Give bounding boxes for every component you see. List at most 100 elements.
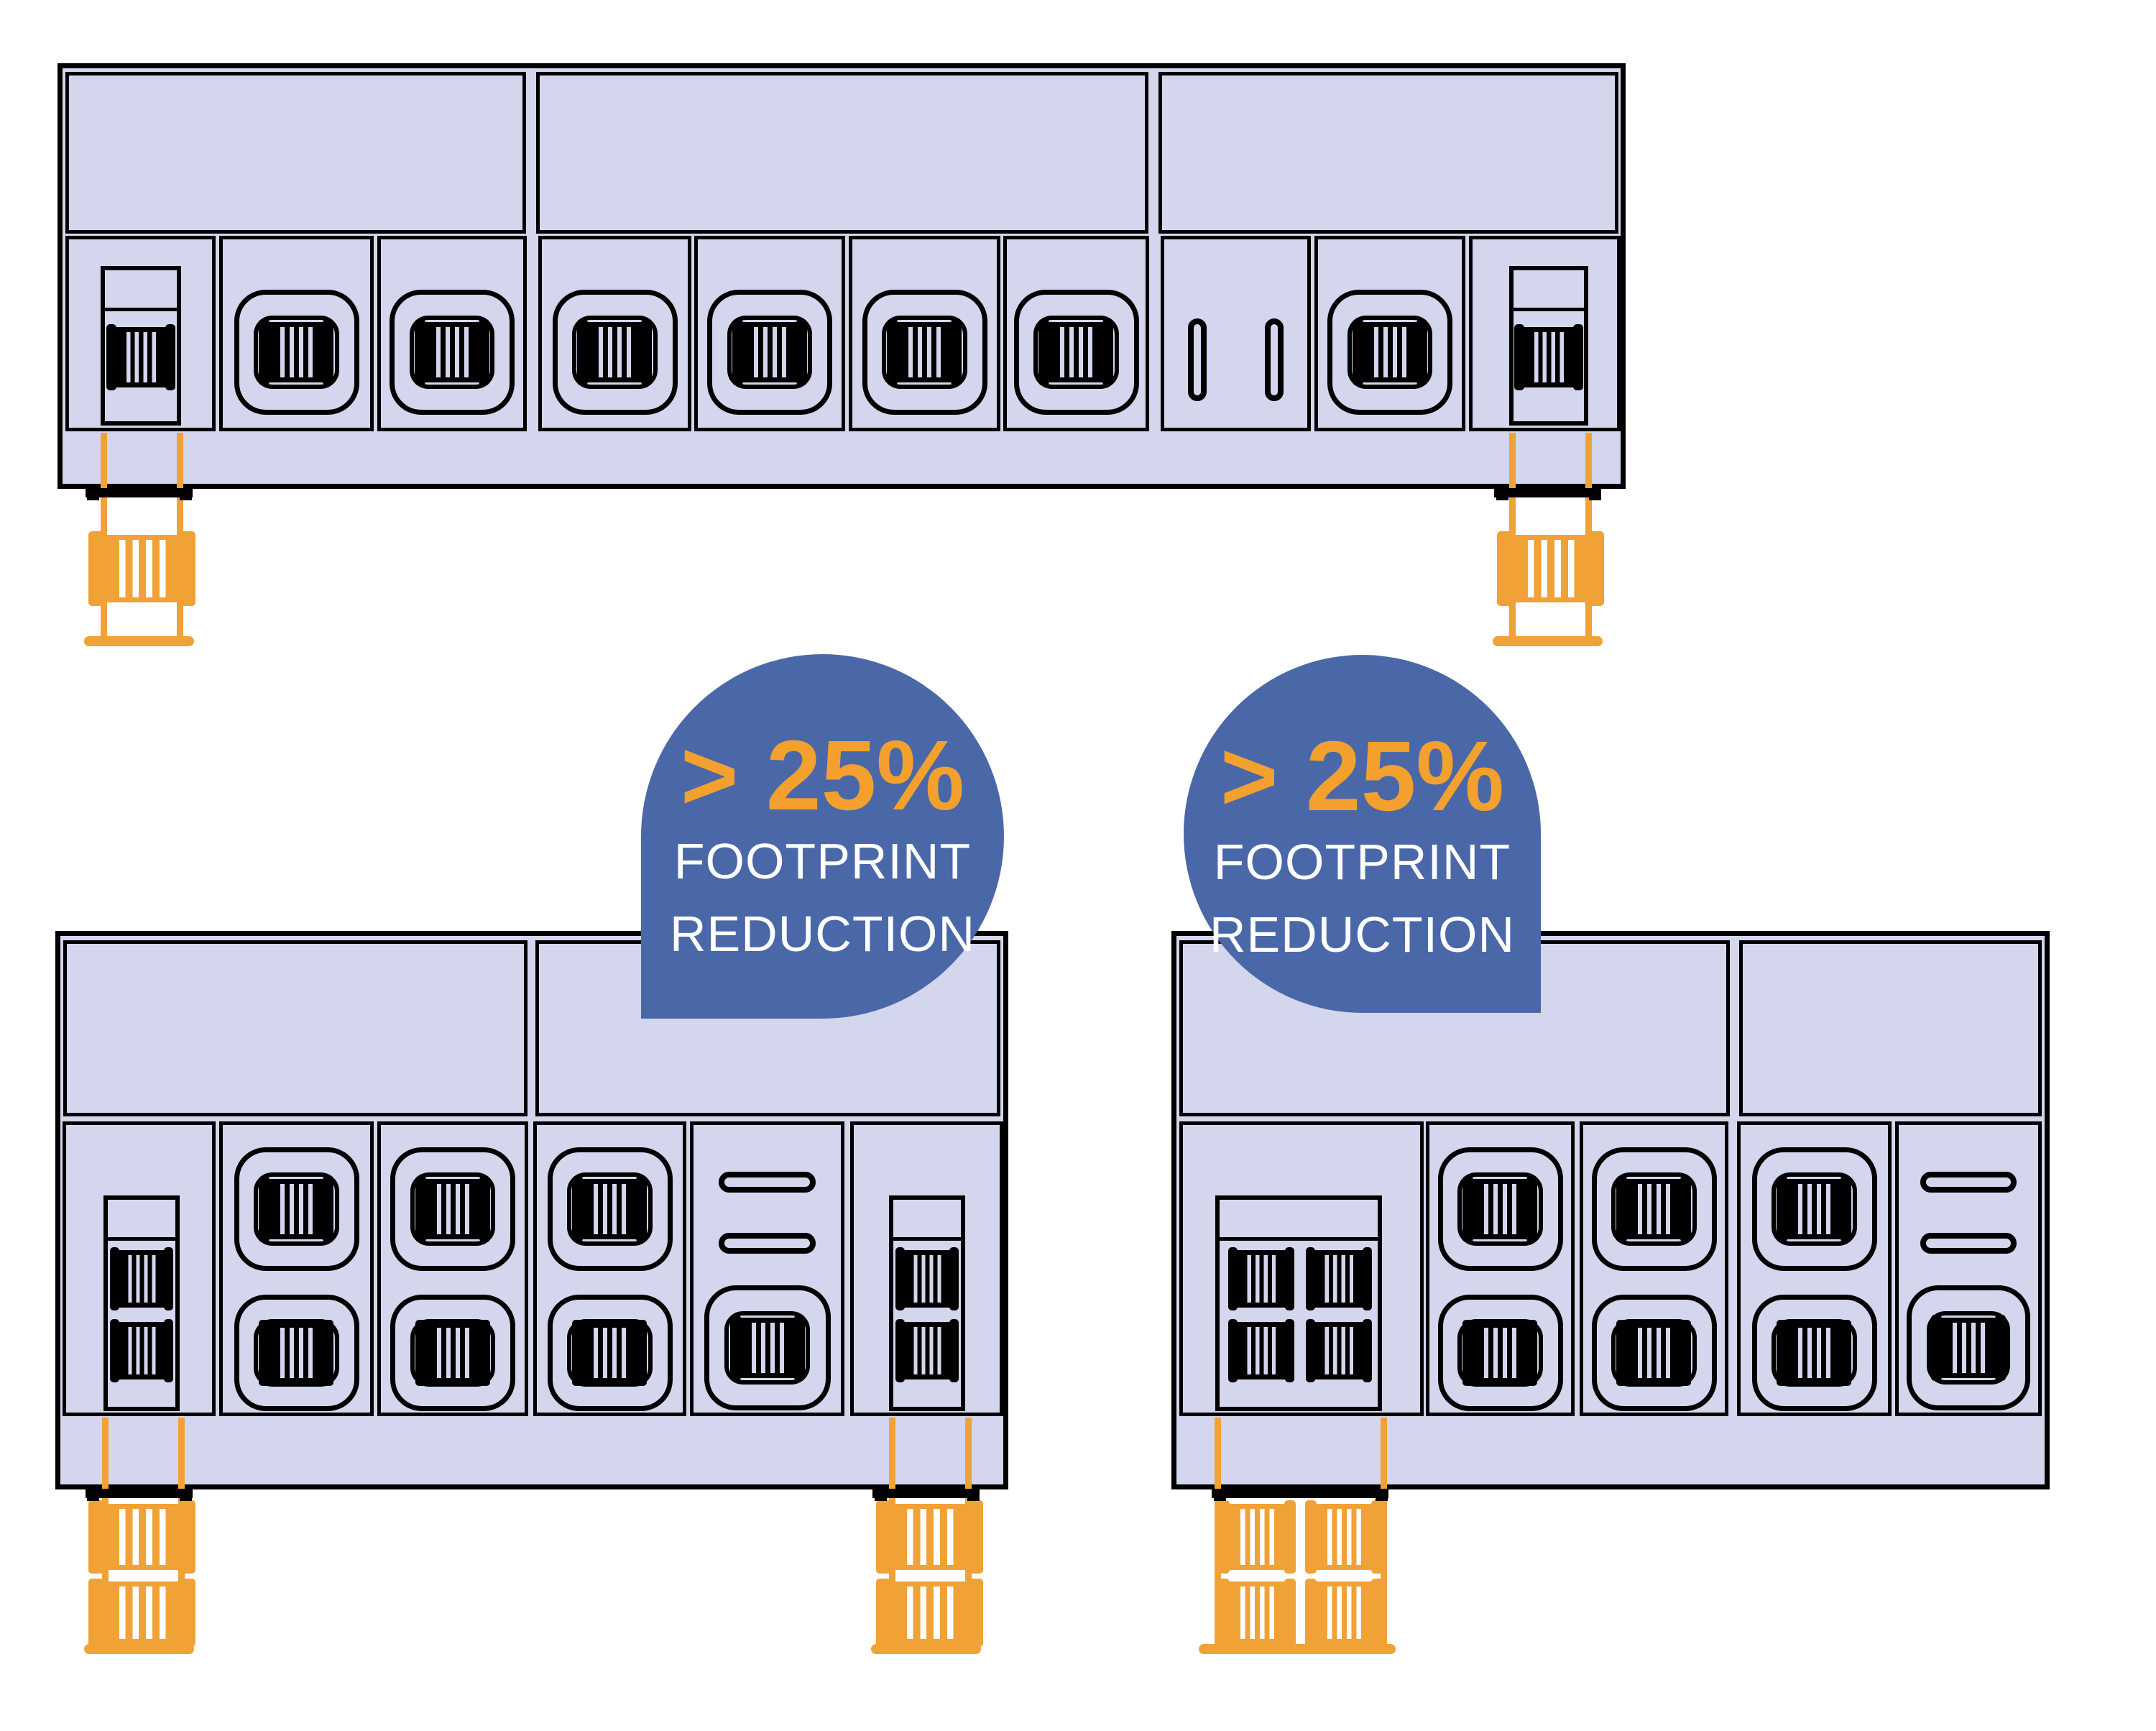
module-double-coil [1426, 1121, 1575, 1416]
leg-base-plate [1493, 636, 1603, 646]
coil-icon [110, 1247, 173, 1310]
door-panel [1215, 1195, 1382, 1411]
leg-mount-tab [1496, 488, 1508, 500]
coil-port [1907, 1285, 2030, 1410]
module-coil [538, 236, 691, 431]
badge-label-line2: REDUCTION [1209, 906, 1516, 963]
coil-port-inner [254, 1172, 339, 1246]
roller-icon [876, 1578, 983, 1648]
leg-mount-tab [180, 488, 192, 500]
coil-port [1437, 1295, 1563, 1411]
door-panel [103, 1195, 180, 1411]
leg-mount-tab [1589, 488, 1601, 500]
machine-compact-left [55, 931, 1008, 1489]
badge-value: > 25% [1220, 721, 1505, 832]
badge-label-line2: REDUCTION [669, 905, 976, 962]
coil-icon [1306, 1247, 1372, 1310]
coil-icon [1352, 318, 1427, 386]
module-double-coil [1580, 1121, 1728, 1416]
coil-icon [572, 1319, 648, 1387]
coil-port-inner [254, 315, 339, 390]
coil-icon [259, 1319, 334, 1387]
module-coil [1003, 236, 1149, 431]
module-door [63, 1121, 216, 1416]
module-slots [1161, 236, 1311, 431]
roller-icon [1304, 1500, 1383, 1574]
coil-icon [1931, 1314, 2006, 1382]
coil-port-inner [1457, 1172, 1543, 1246]
coil-port [234, 290, 359, 415]
top-panel [536, 72, 1148, 234]
door-head [1514, 270, 1584, 311]
leg-post [1381, 1418, 1387, 1650]
coil-port [1751, 1295, 1877, 1411]
slot-icon [719, 1172, 816, 1193]
leg-mount-tab [87, 1489, 99, 1501]
roller-icon [88, 1500, 195, 1574]
coil-icon [895, 1319, 959, 1382]
leg-mount [86, 1489, 193, 1498]
leg-mount-tab [87, 488, 99, 500]
coil-icon [1616, 1175, 1692, 1243]
module-coil [694, 236, 845, 431]
leg-base-plate [84, 1644, 194, 1654]
badge-label-line1: FOOTPRINT [673, 833, 972, 889]
coil-port [862, 290, 987, 415]
roller-icon [1304, 1578, 1383, 1648]
leg-mount-tab [967, 1489, 980, 1501]
module-double-coil [377, 1121, 528, 1416]
leg-base-plate [871, 1644, 981, 1654]
module-double-coil [219, 1121, 374, 1416]
coil-port [1591, 1147, 1717, 1271]
module-coil [1314, 236, 1465, 431]
roller-icon [1217, 1500, 1296, 1574]
coil-icon [414, 318, 489, 386]
coil-icon [887, 318, 962, 386]
roller-icon [88, 531, 195, 606]
machine-compact-right [1171, 931, 2050, 1489]
leg-post [1215, 1418, 1221, 1650]
footprint-reduction-badge: > 25% FOOTPRINT REDUCTION [641, 654, 1004, 1019]
door-panel [101, 266, 181, 426]
coil-icon [732, 318, 807, 386]
top-panel [1158, 72, 1618, 234]
roller-icon [876, 1500, 983, 1574]
module-coil [377, 236, 527, 431]
coil-port-inner [1033, 315, 1119, 390]
coil-icon [1462, 1319, 1538, 1387]
coil-port [390, 1295, 515, 1411]
top-panel [63, 940, 528, 1116]
coil-icon [577, 318, 653, 386]
leg-mount-tab [1214, 1489, 1226, 1501]
coil-port-inner [410, 1172, 496, 1246]
machine-original [57, 63, 1626, 489]
leg-mount [86, 488, 193, 497]
coil-port-inner [409, 315, 495, 390]
coil-icon [259, 318, 334, 386]
slot-icon [719, 1233, 816, 1254]
coil-icon [1228, 1247, 1294, 1310]
top-panel [65, 72, 526, 234]
coil-icon [1228, 1319, 1294, 1382]
module-door [1179, 1121, 1424, 1416]
slot-icon [1920, 1233, 2017, 1254]
leg-base-plate [1199, 1644, 1396, 1654]
coil-icon [1514, 323, 1583, 391]
coil-port [547, 1147, 673, 1271]
coil-port-inner [567, 1172, 653, 1246]
coil-port [390, 1147, 515, 1271]
coil-port [1327, 290, 1452, 415]
leg-mount [872, 1489, 980, 1498]
module-slots-coil [1895, 1121, 2042, 1416]
coil-icon [895, 1247, 959, 1310]
coil-port-inner [1772, 1318, 1857, 1387]
coil-port-inner [882, 315, 967, 390]
coil-port-inner [1457, 1318, 1543, 1387]
coil-icon [1306, 1319, 1372, 1382]
leg-mount-tab [180, 1489, 192, 1501]
coil-port [1751, 1147, 1877, 1271]
coil-icon [415, 1175, 490, 1243]
door-head [1220, 1200, 1378, 1241]
coil-port-inner [724, 1310, 811, 1385]
coil-icon [1616, 1319, 1692, 1387]
